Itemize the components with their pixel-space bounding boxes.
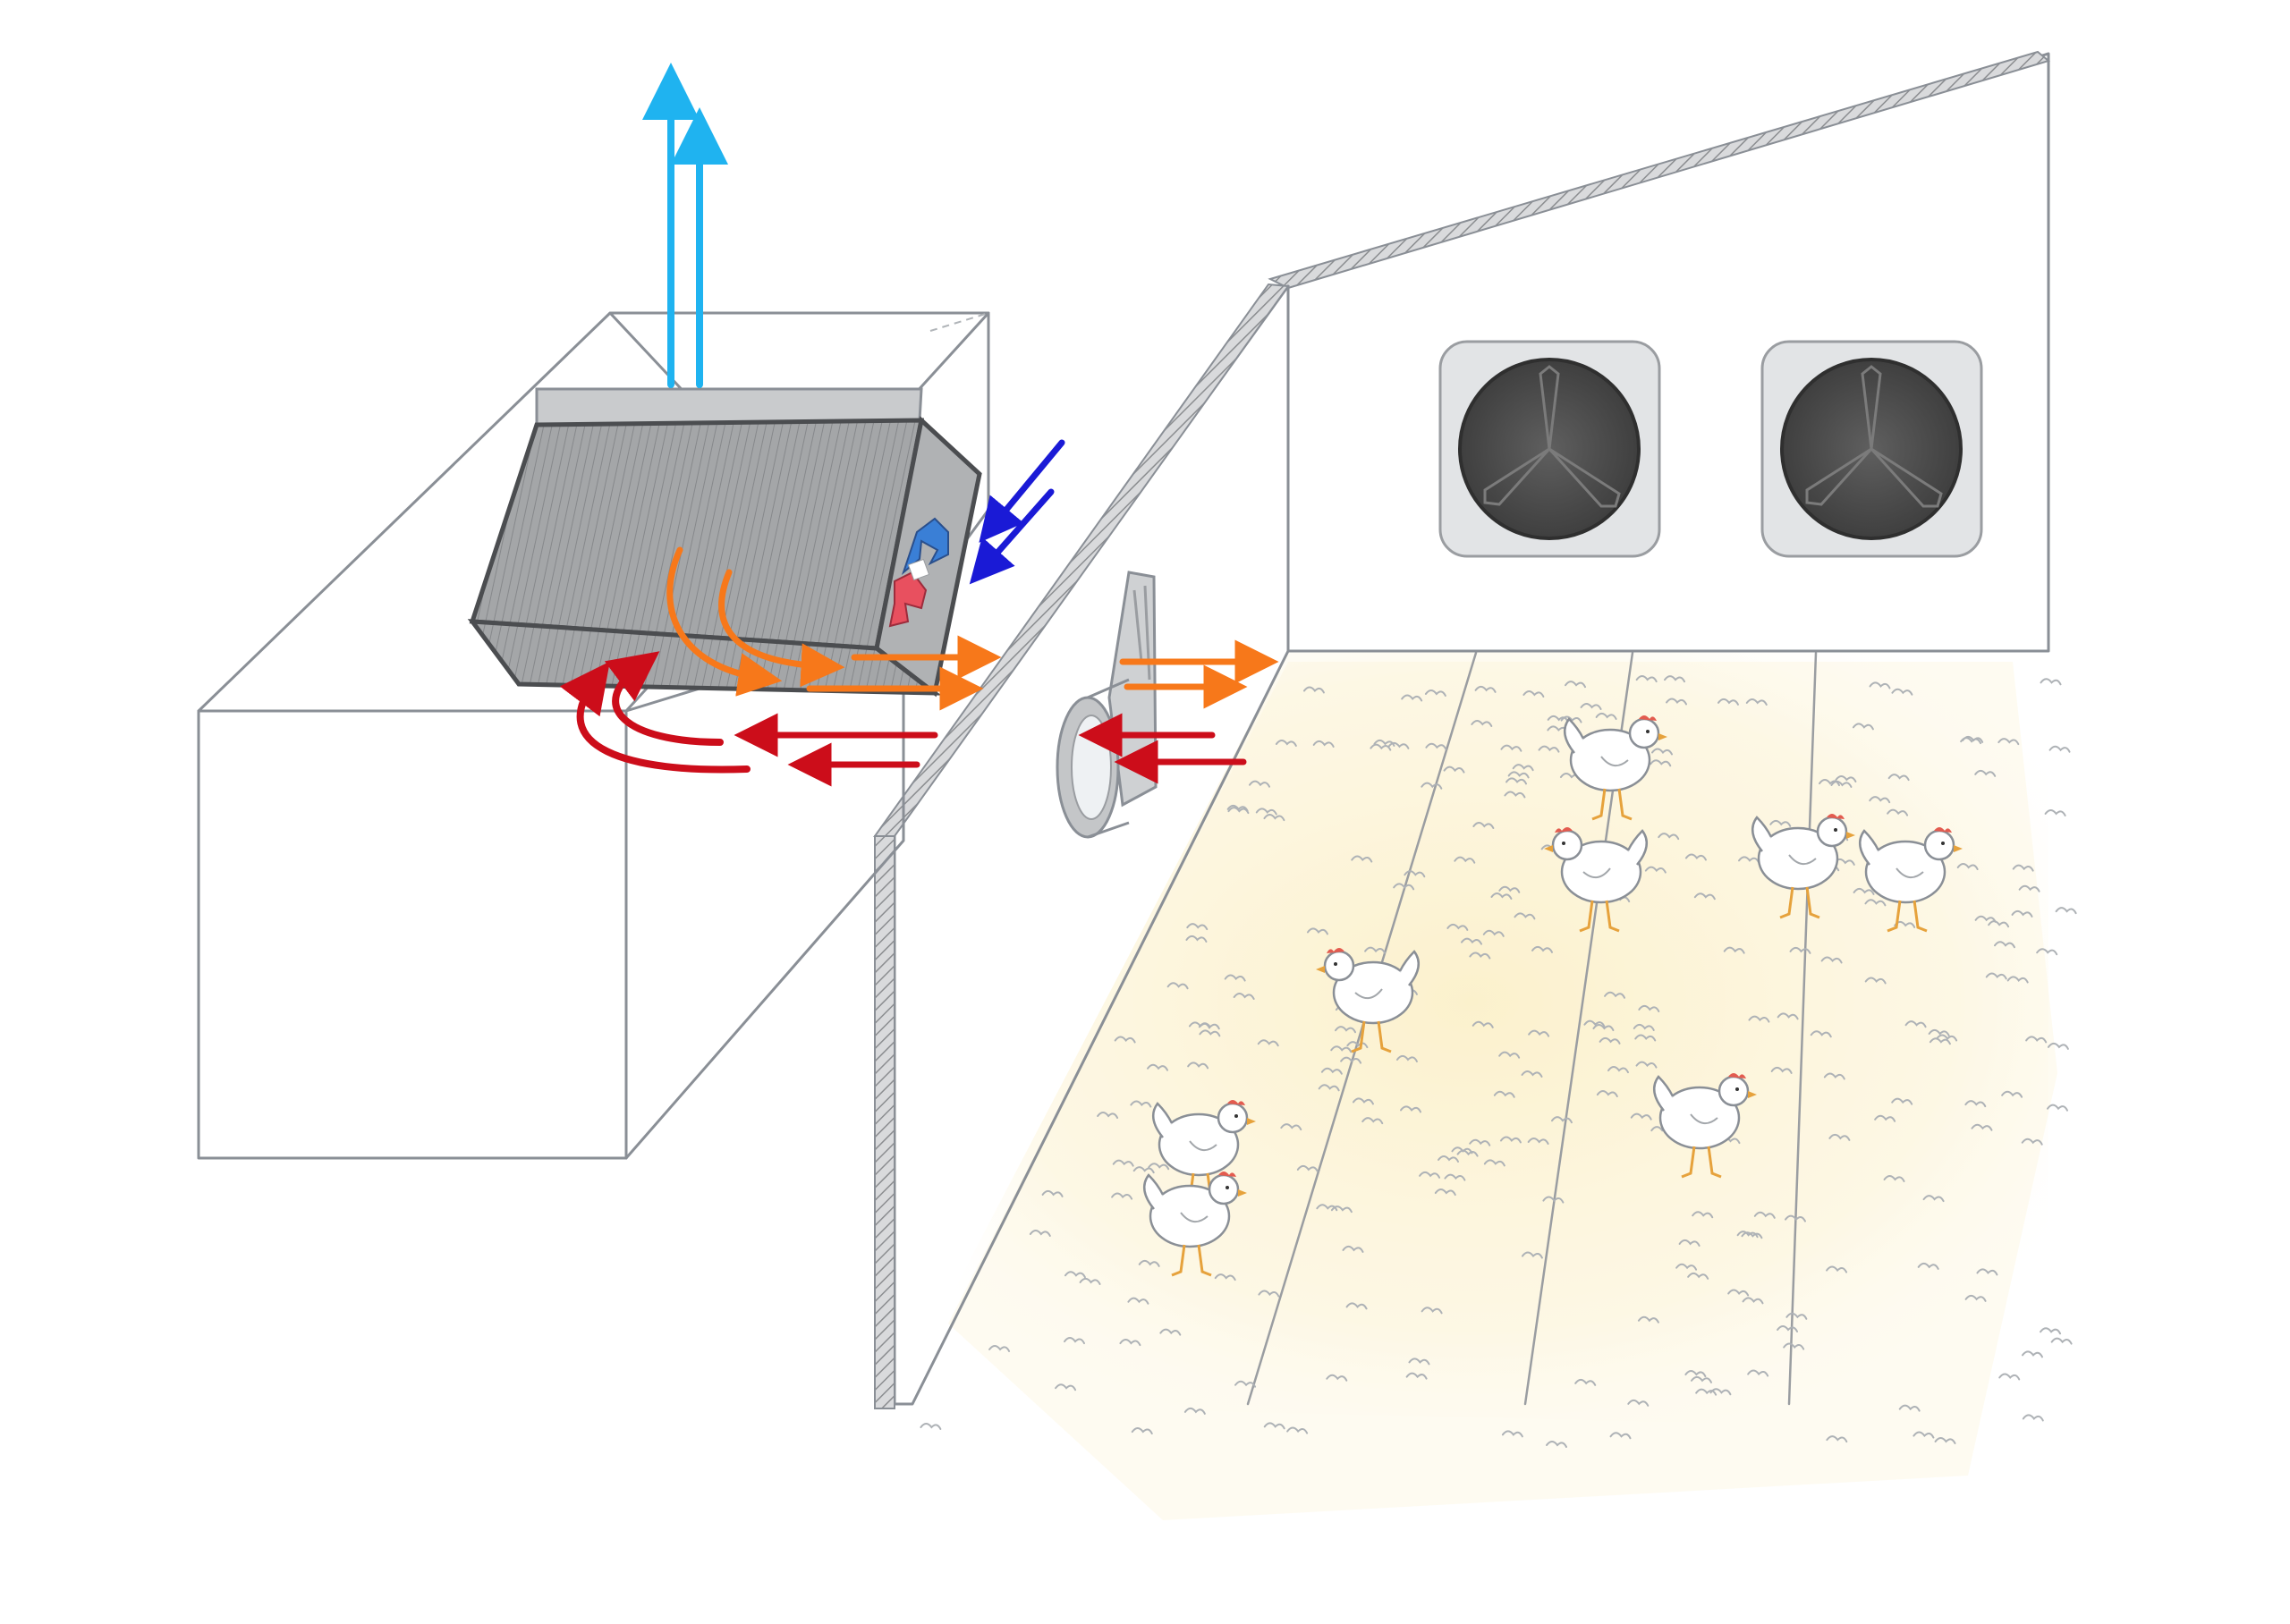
fresh-air-arrows: [984, 443, 1062, 568]
litter-mark: [2057, 908, 2076, 913]
litter-mark: [2048, 1105, 2067, 1111]
litter-mark: [2050, 747, 2070, 752]
exhaust-air-arrows: [671, 91, 700, 385]
wall-air-inlet: [1057, 572, 1156, 837]
exhaust-fan-left: [1440, 342, 1659, 556]
litter-mark: [920, 1424, 940, 1429]
heat-recovery-unit: [472, 389, 980, 693]
litter-mark: [2052, 1339, 2072, 1344]
exhaust-fan-right: [1762, 342, 1981, 556]
